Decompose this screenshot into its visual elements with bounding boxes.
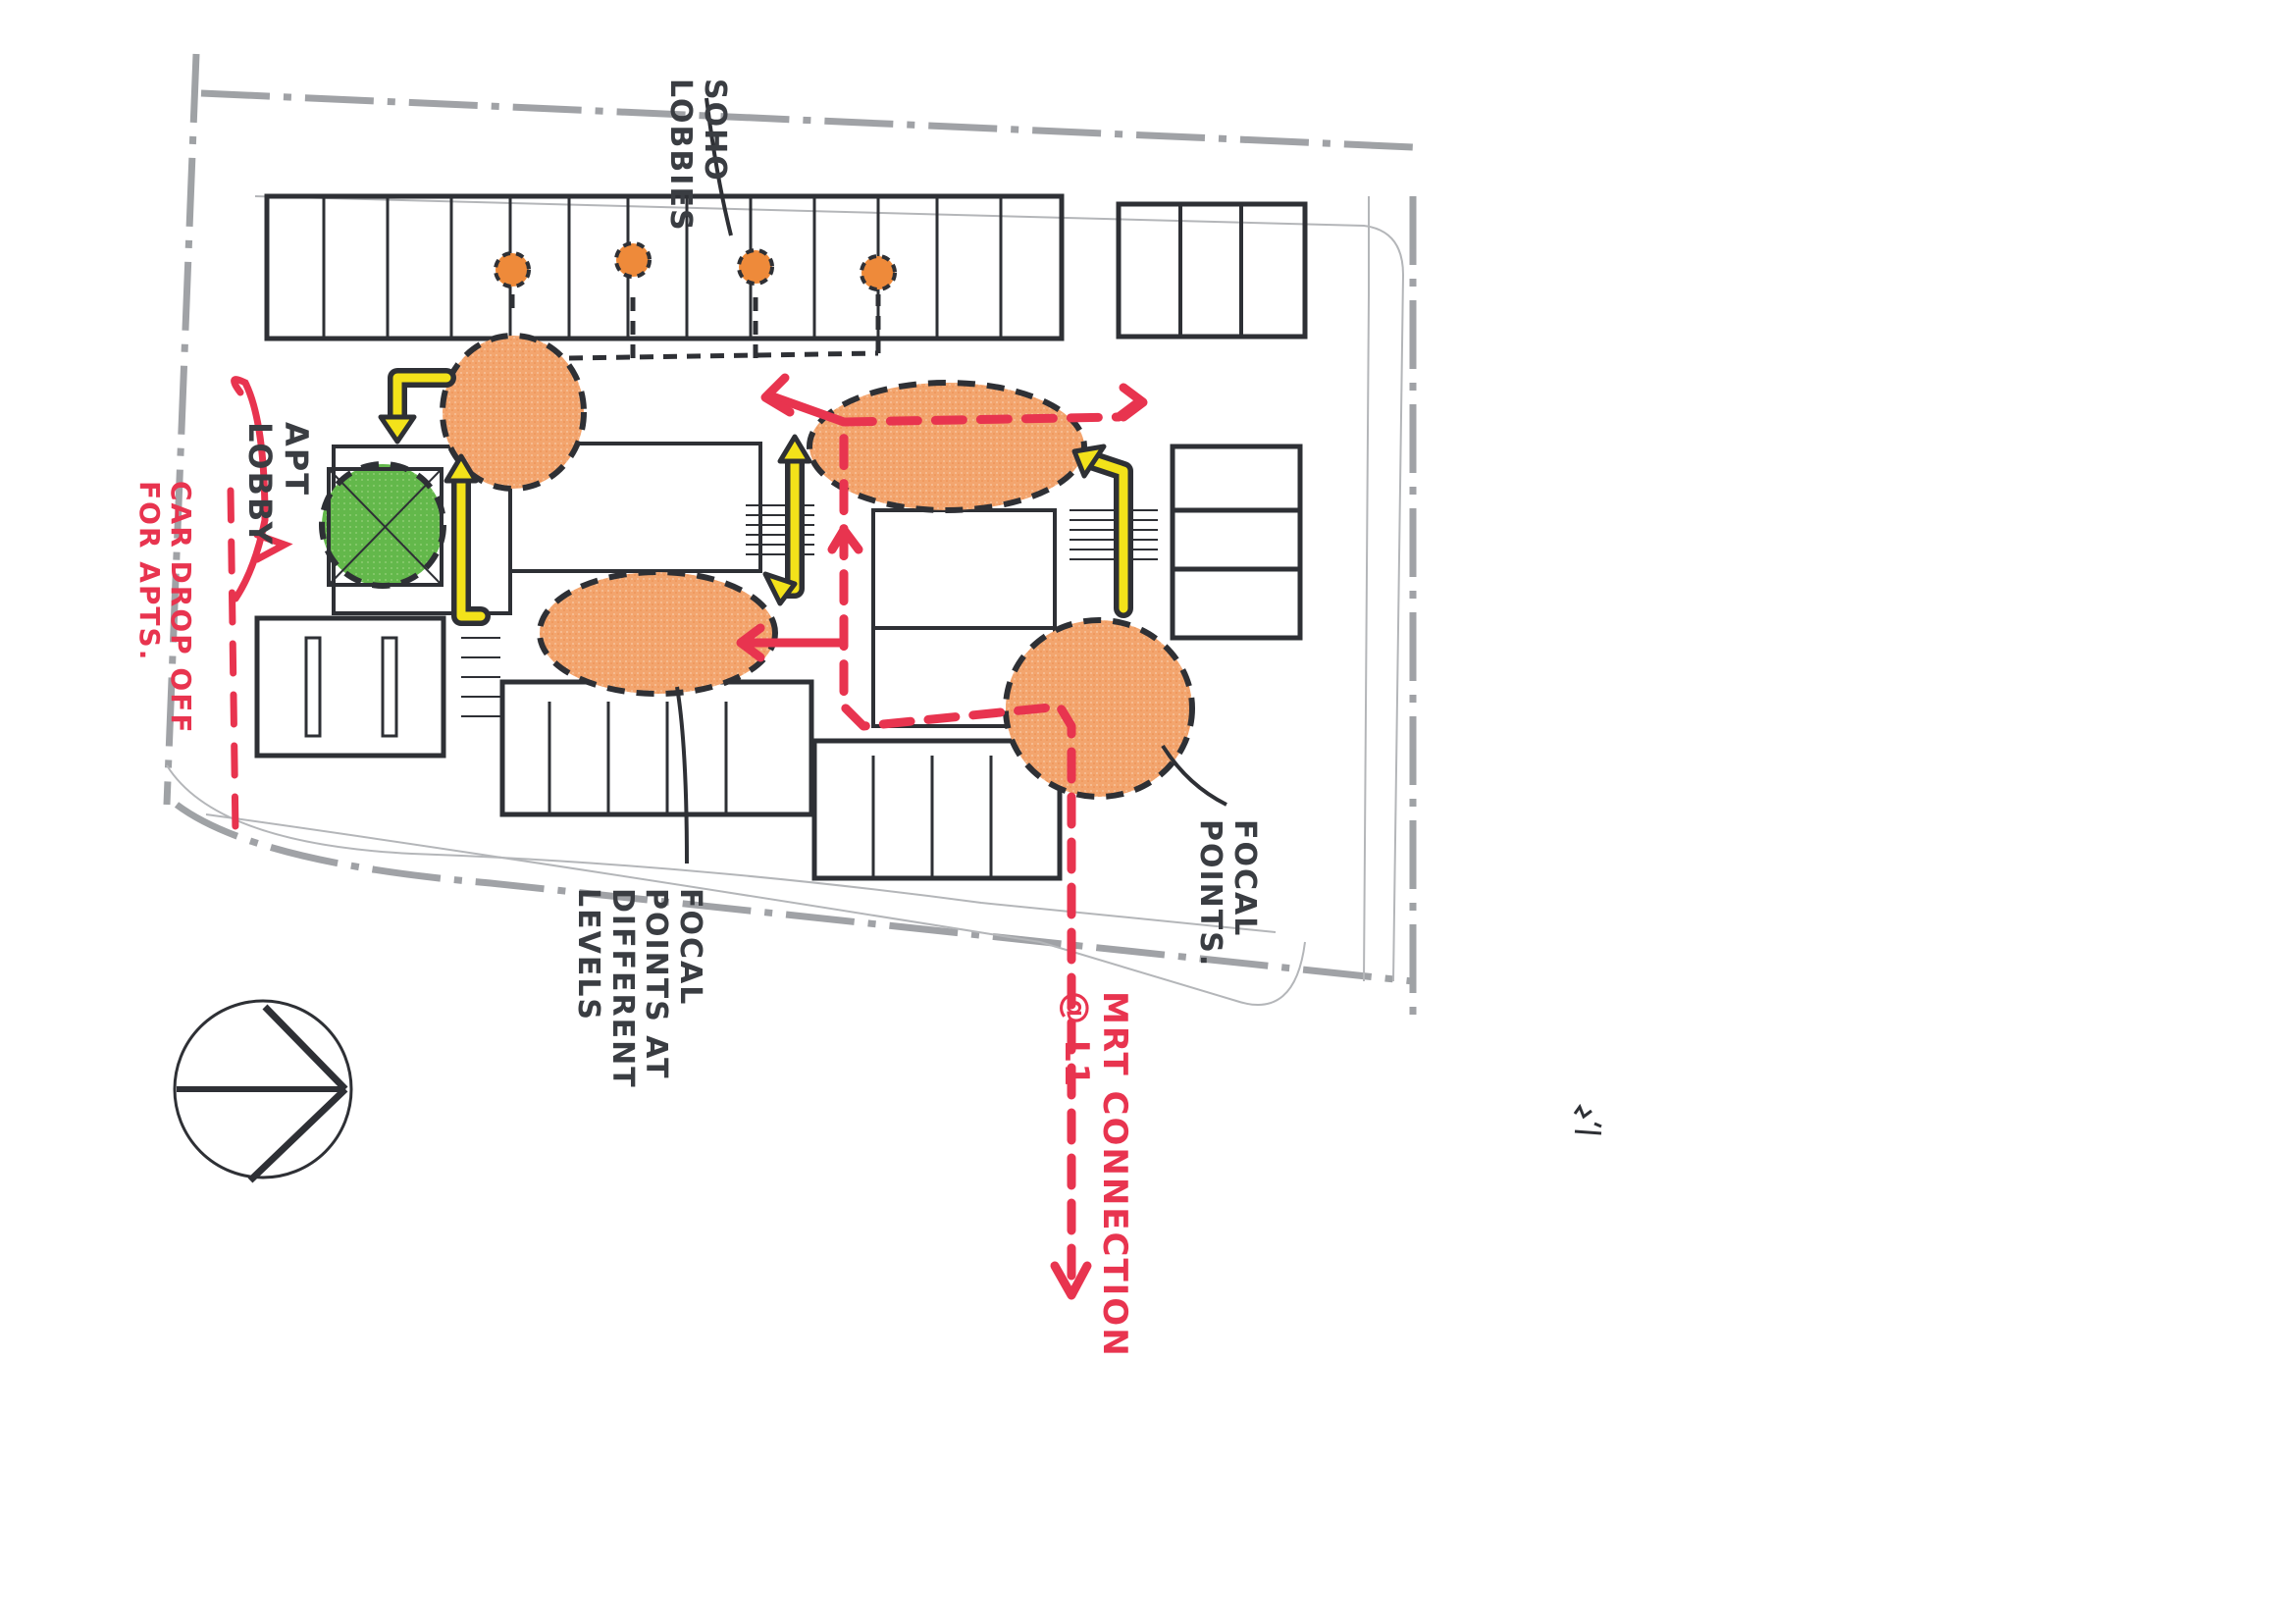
right-building — [1170, 444, 1303, 641]
site-boundary — [163, 53, 1417, 1021]
stray-mark — [1573, 1103, 1602, 1135]
mrt-route — [736, 373, 1148, 1300]
focal-point-se — [1003, 617, 1195, 800]
focal-points — [440, 333, 1195, 800]
soho-connectors — [509, 294, 881, 361]
road-edges — [166, 195, 1405, 1006]
car-drop-off-route — [227, 376, 293, 838]
label-focal-points: FOCAL POINTS. — [1193, 819, 1263, 969]
focal-point-north — [807, 380, 1087, 513]
soho-lobby-marker — [860, 254, 897, 291]
focal-point-nw — [440, 333, 587, 492]
apt-lobby-tree — [319, 461, 446, 589]
circulation-paths — [378, 368, 1133, 626]
label-car-drop-off: CAR DROP OFF FOR APTS. — [132, 481, 197, 735]
soho-lobby-marker — [614, 241, 652, 279]
focal-point-sw — [537, 569, 778, 697]
lower-left-building — [254, 615, 500, 759]
label-apt-lobby: APT LOBBY — [241, 422, 315, 547]
soho-lobby-markers — [494, 241, 897, 291]
lower-center-building — [499, 679, 814, 817]
north-arrow — [173, 999, 353, 1183]
staircases — [746, 504, 1158, 560]
lower-right-building — [811, 738, 1063, 881]
leader-lines — [675, 97, 1227, 864]
label-mrt-connection: MRT CONNECTION @ L1 — [1056, 991, 1134, 1358]
top-right-building — [1116, 201, 1308, 340]
soho-lobby-marker — [494, 251, 531, 288]
label-soho-lobbies: SOHO LOBBIES — [663, 79, 733, 233]
soho-lobby-marker — [737, 248, 774, 286]
label-focal-points-different-levels: FOCAL POINTS AT DIFFERENT LEVELS — [571, 888, 708, 1089]
